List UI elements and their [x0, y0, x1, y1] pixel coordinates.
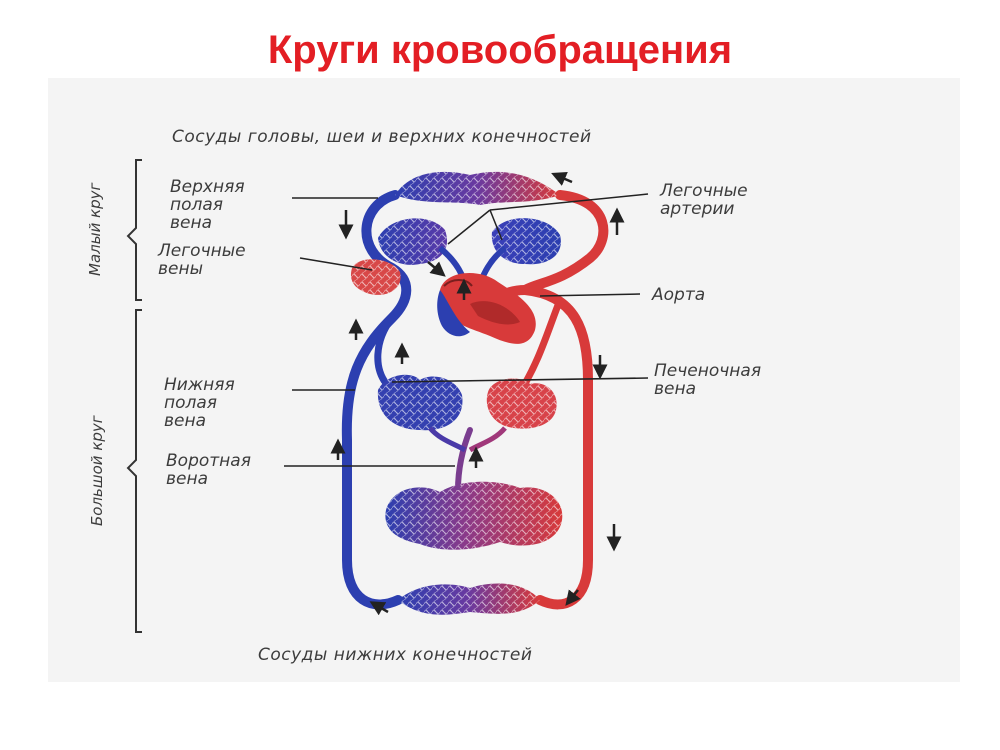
large-circle-label: Большой круг [88, 415, 106, 526]
large-circle-bracket [126, 309, 142, 633]
hepatic-vein-label: Печеночная вена [654, 361, 762, 399]
bottom-vessels-label: Сосуды нижних конечностей [258, 645, 533, 665]
flow-arrows [330, 172, 625, 616]
liver-capillary-bed [377, 374, 463, 431]
upper-capillary-bed [395, 171, 560, 205]
left-lung-bed [378, 218, 448, 265]
inferior-vena-cava-label: Нижняя полая вена [164, 375, 235, 431]
page-title: Круги кровообращения [267, 28, 733, 72]
lower-capillary-bed [398, 583, 540, 615]
pulmonary-arteries-label: Легочные артерии [660, 181, 748, 219]
superior-vena-cava-label: Верхняя полая вена [170, 177, 245, 233]
aorta-label: Аорта [652, 285, 706, 305]
top-vessels-label: Сосуды головы, шеи и верхних конечностей [172, 127, 592, 147]
portal-vein-label: Воротная вена [166, 451, 251, 489]
heart [437, 272, 536, 344]
intestine-capillary-bed [486, 378, 557, 429]
right-lung-bed [491, 218, 561, 265]
pulmonary-veins-label: Легочные вены [158, 241, 246, 279]
small-circle-label: Малый круг [86, 182, 104, 276]
small-circle-bracket [126, 159, 142, 301]
digestive-capillary-bed [385, 481, 563, 550]
